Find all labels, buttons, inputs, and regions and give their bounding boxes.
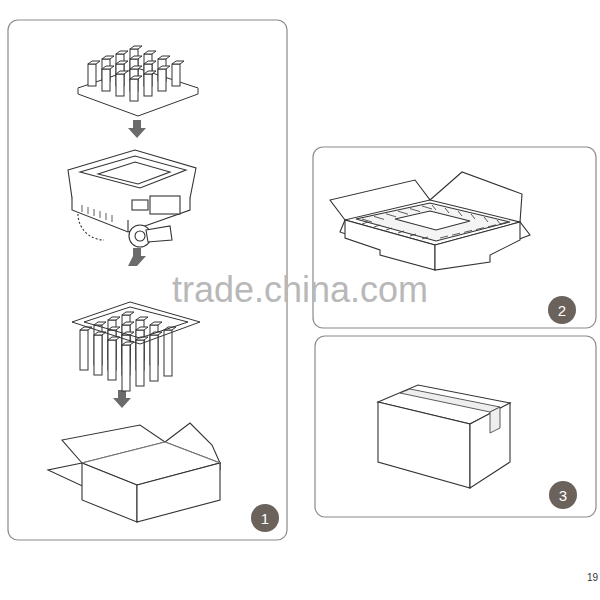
callout-number: 3 [549, 481, 577, 509]
open-carton [48, 423, 220, 522]
closed-carton [378, 385, 510, 488]
step-number: 3 [559, 488, 567, 503]
step-number: 1 [261, 511, 269, 526]
page-number: 19 [587, 573, 598, 583]
step-panel [315, 336, 596, 517]
open-carton-with-tray [330, 172, 530, 270]
watermark: trade.china.com [172, 272, 428, 308]
floodlight [68, 150, 196, 247]
callout-number: 2 [548, 296, 576, 324]
step-number: 2 [558, 303, 566, 318]
foam-tray [72, 46, 200, 391]
callout-number: 1 [251, 504, 279, 532]
